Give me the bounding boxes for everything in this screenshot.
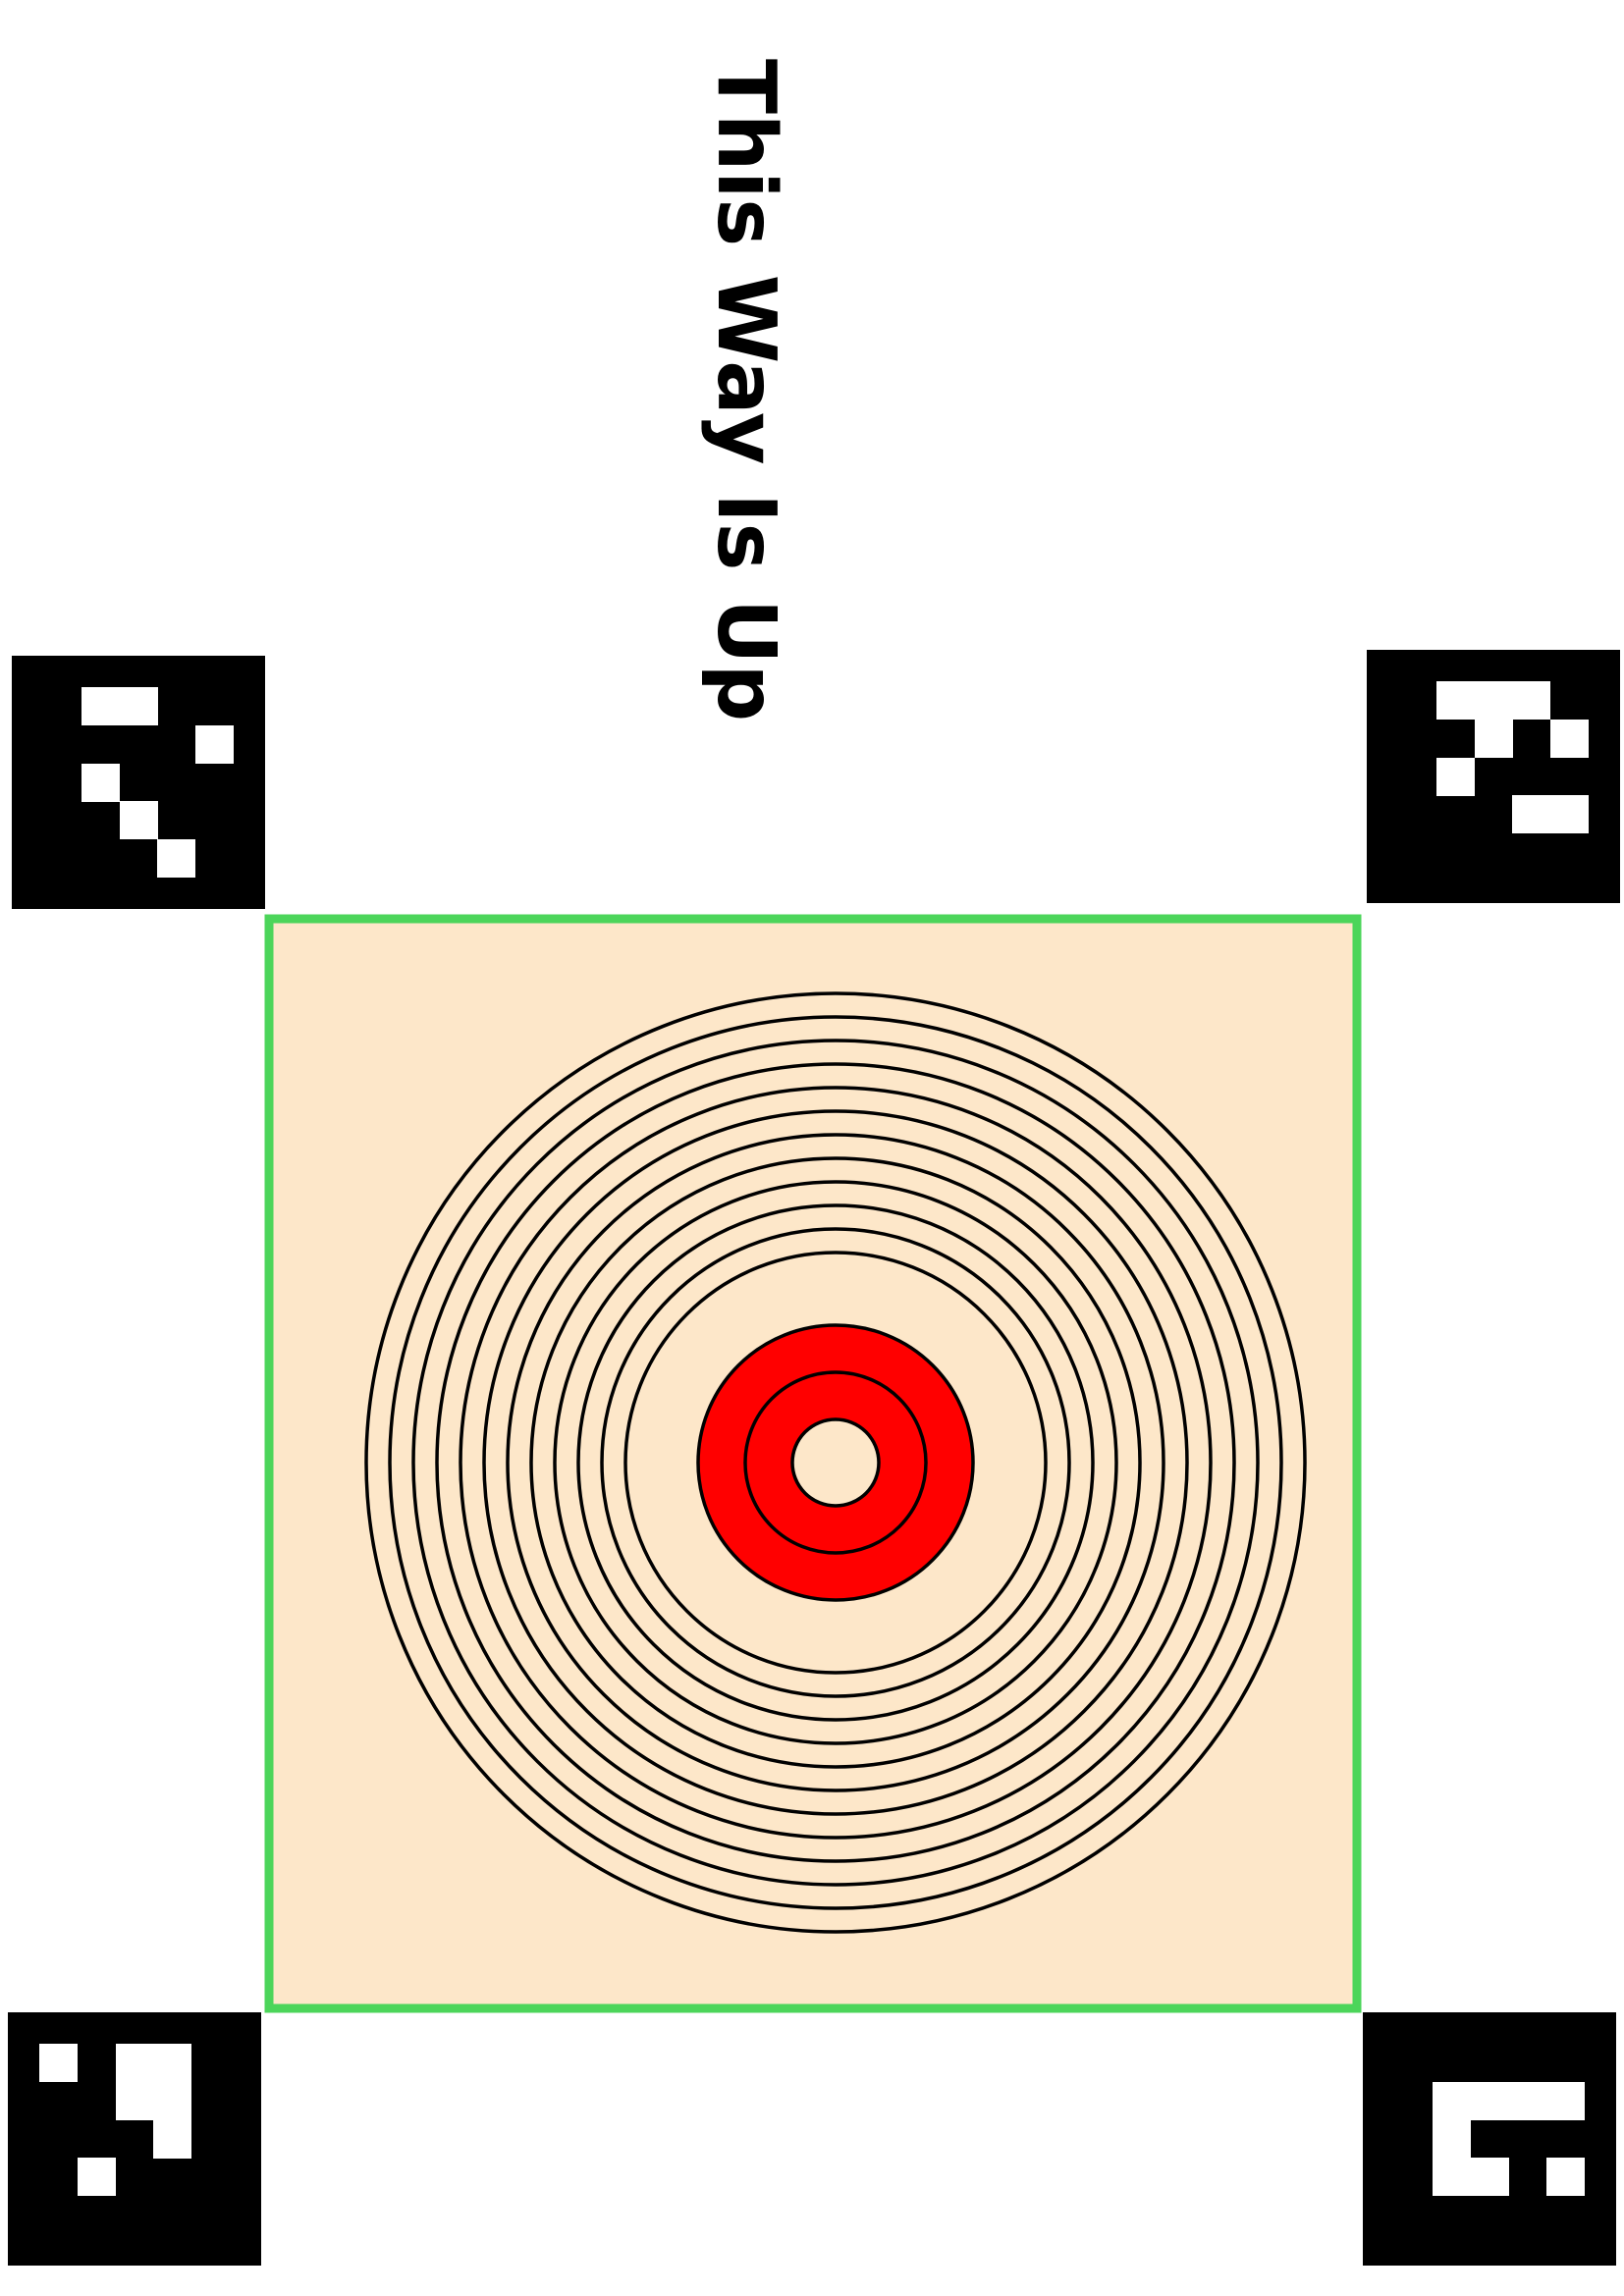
marker-cell	[1546, 2158, 1586, 2197]
bullseye-ring	[743, 1370, 928, 1555]
marker-cell	[1474, 719, 1513, 758]
marker-cell	[1435, 757, 1475, 796]
target-ring	[459, 1086, 1213, 1840]
marker-cell	[1512, 795, 1551, 834]
target-ring	[623, 1251, 1048, 1675]
marker-cell	[1546, 2081, 1586, 2120]
marker-cell	[1432, 2119, 1471, 2159]
marker-cell	[81, 763, 120, 802]
marker-cell	[1435, 681, 1475, 720]
marker-cell	[1550, 795, 1590, 834]
marker-cell	[1550, 719, 1590, 758]
marker-cell	[1508, 2081, 1547, 2120]
marker-cell	[119, 801, 158, 840]
marker-cell	[153, 2044, 192, 2082]
marker-cell	[1432, 2158, 1471, 2197]
target-ring	[553, 1180, 1118, 1745]
marker-cell	[115, 2081, 154, 2120]
fiducial-marker-top-right	[1367, 650, 1620, 903]
marker-cell	[1470, 2081, 1509, 2120]
marker-cell	[81, 687, 120, 725]
fiducial-marker-top-left	[12, 656, 265, 909]
marker-cell	[157, 839, 196, 879]
marker-cell	[39, 2044, 78, 2082]
target-ring	[435, 1062, 1236, 1863]
marker-cell	[115, 2044, 154, 2082]
target-ring	[364, 991, 1307, 1934]
target-ring	[529, 1156, 1142, 1769]
fiducial-marker-bottom-left	[8, 2012, 261, 2266]
marker-cell	[153, 2081, 192, 2120]
marker-cell	[195, 724, 235, 764]
target-ring	[482, 1109, 1189, 1816]
marker-cell	[1474, 681, 1513, 720]
target-rings	[364, 991, 1307, 1934]
target-ring	[506, 1133, 1165, 1792]
marker-cell	[1470, 2158, 1509, 2197]
marker-cell	[119, 687, 158, 725]
fiducial-marker-bottom-right	[1363, 2012, 1616, 2266]
target-ring	[411, 1039, 1260, 1887]
target-ring	[576, 1203, 1095, 1722]
marker-cell	[153, 2119, 192, 2159]
marker-cell	[1432, 2081, 1471, 2120]
target-ring	[388, 1015, 1283, 1910]
marker-cell	[77, 2158, 116, 2197]
bullseye-center	[790, 1417, 881, 1508]
marker-cell	[1512, 681, 1551, 720]
target-ring	[600, 1227, 1071, 1698]
